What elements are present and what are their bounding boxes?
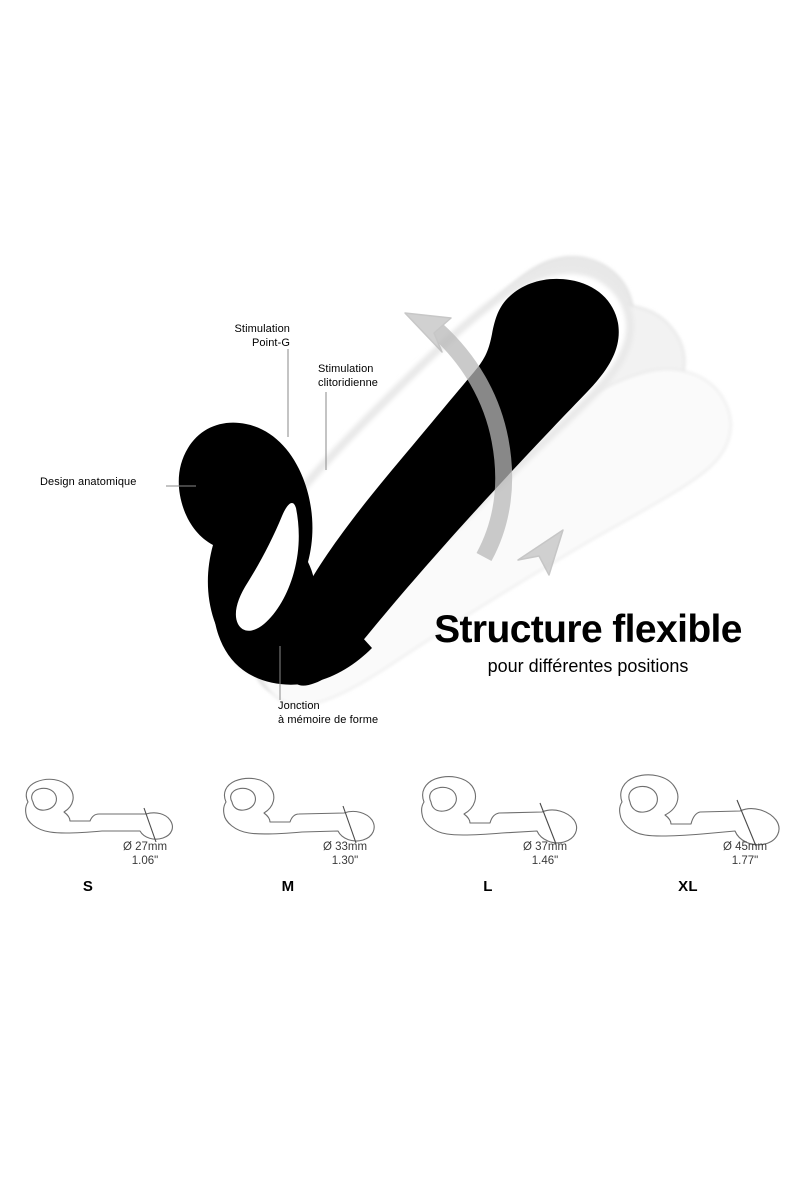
size-chart: Ø 27mm 1.06" S Ø 33mm 1.30" M	[0, 770, 800, 910]
callout-stimulation-clitoridienne: Stimulation clitoridienne	[318, 363, 379, 389]
size-outline-xl	[606, 770, 796, 850]
main-body-shape	[178, 278, 619, 686]
size-dimensions-l: Ø 37mm 1.46"	[495, 840, 595, 868]
size-letter-s: S	[82, 878, 94, 895]
size-letter-m: M	[281, 878, 295, 895]
diameter-line-xl	[736, 799, 757, 847]
size-diameter-mm-m: Ø 33mm	[322, 841, 368, 853]
headline-title: Structure flexible	[434, 608, 742, 651]
callout-stimulation-point-g: Stimulation Point-G	[234, 323, 290, 349]
size-diameter-in-s: 1.06"	[131, 855, 159, 867]
leader-lines	[166, 349, 327, 700]
size-dimensions-s: Ø 27mm 1.06"	[95, 840, 195, 868]
size-cell-l: Ø 37mm 1.46" L	[400, 770, 600, 910]
size-cell-m: Ø 33mm 1.30" M	[200, 770, 400, 910]
size-outline-m	[206, 770, 396, 850]
callout-design-anatomique: Design anatomique	[40, 476, 137, 488]
size-diameter-mm-s: Ø 27mm	[122, 841, 168, 853]
size-dimensions-m: Ø 33mm 1.30"	[295, 840, 395, 868]
size-diameter-in-l: 1.46"	[531, 855, 559, 867]
diameter-line-s	[143, 807, 157, 843]
size-outline-l	[406, 770, 596, 850]
headline-block: Structure flexible pour différentes posi…	[408, 608, 768, 677]
diameter-line-l	[539, 802, 557, 845]
size-cell-s: Ø 27mm 1.06" S	[0, 770, 200, 910]
size-outline-s	[6, 770, 196, 850]
size-diameter-mm-xl: Ø 45mm	[722, 841, 768, 853]
callout-jonction-memoire-de-forme: Jonction à mémoire de forme	[278, 700, 379, 726]
diameter-line-m	[342, 805, 357, 844]
flex-arrow-icon	[404, 312, 564, 576]
size-diameter-mm-l: Ø 37mm	[522, 841, 568, 853]
size-letter-l: L	[483, 878, 493, 895]
size-diameter-in-m: 1.30"	[331, 855, 359, 867]
size-dimensions-xl: Ø 45mm 1.77"	[695, 840, 795, 868]
headline-subtitle: pour différentes positions	[487, 656, 689, 676]
size-letter-xl: XL	[678, 878, 698, 895]
size-cell-xl: Ø 45mm 1.77" XL	[600, 770, 800, 910]
size-diameter-in-xl: 1.77"	[731, 855, 759, 867]
product-illustration	[166, 256, 732, 706]
